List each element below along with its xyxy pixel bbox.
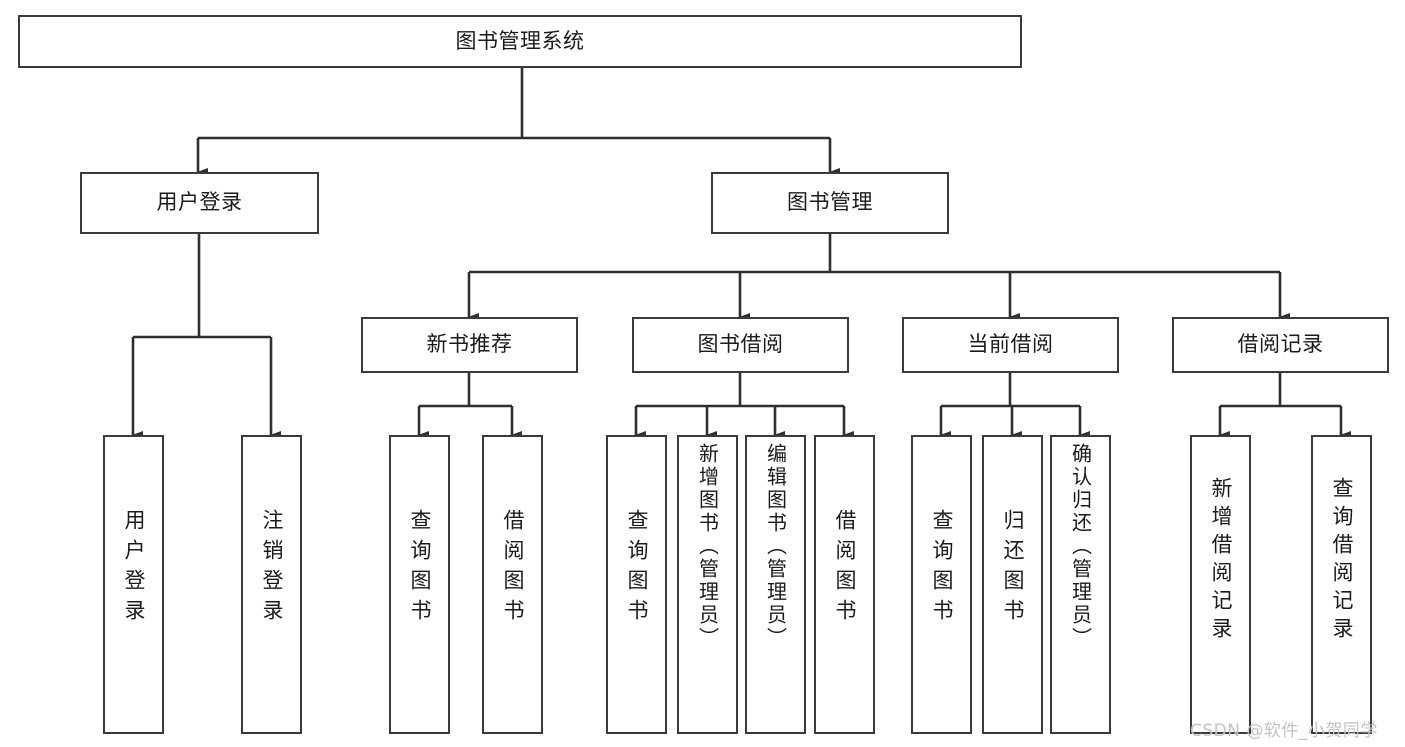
node-new-book-rec[interactable]: 新书推荐	[361, 317, 578, 373]
node-book-borrow-label: 图书借阅	[697, 332, 784, 357]
node-leaf-user-logout[interactable]: 注销登录	[241, 435, 302, 734]
node-borrow-record[interactable]: 借阅记录	[1172, 317, 1389, 373]
node-leaf-confirm-return-label: 确认归还（管理员）	[1068, 443, 1093, 650]
node-leaf-edit-book[interactable]: 编辑图书（管理员）	[745, 435, 806, 734]
node-leaf-add-record-label: 新增借阅记录	[1209, 477, 1233, 645]
node-leaf-query-book-2-label: 查询图书	[625, 509, 649, 629]
node-leaf-query-book-3[interactable]: 查询图书	[911, 435, 972, 734]
node-leaf-return-book[interactable]: 归还图书	[982, 435, 1043, 734]
node-leaf-edit-book-label: 编辑图书（管理员）	[763, 443, 788, 650]
node-leaf-query-book-3-label: 查询图书	[930, 509, 954, 629]
node-leaf-borrow-book-1[interactable]: 借阅图书	[482, 435, 543, 734]
node-leaf-query-book-1[interactable]: 查询图书	[389, 435, 450, 734]
node-leaf-confirm-return[interactable]: 确认归还（管理员）	[1050, 435, 1111, 734]
node-new-book-rec-label: 新书推荐	[426, 332, 513, 357]
node-leaf-query-record[interactable]: 查询借阅记录	[1311, 435, 1372, 734]
node-book-borrow[interactable]: 图书借阅	[632, 317, 849, 373]
node-root-label: 图书管理系统	[455, 28, 585, 53]
node-user-login-label: 用户登录	[156, 190, 243, 215]
node-book-manage[interactable]: 图书管理	[711, 172, 949, 234]
node-leaf-query-book-2[interactable]: 查询图书	[606, 435, 667, 734]
node-borrow-record-label: 借阅记录	[1237, 332, 1324, 357]
node-current-borrow[interactable]: 当前借阅	[902, 317, 1119, 373]
node-leaf-user-login[interactable]: 用户登录	[103, 435, 164, 734]
node-root[interactable]: 图书管理系统	[18, 15, 1022, 68]
node-leaf-user-logout-label: 注销登录	[260, 509, 284, 629]
node-leaf-borrow-book-1-label: 借阅图书	[501, 509, 525, 629]
node-book-manage-label: 图书管理	[787, 190, 873, 215]
node-current-borrow-label: 当前借阅	[967, 332, 1054, 357]
node-leaf-user-login-label: 用户登录	[122, 509, 146, 629]
node-leaf-borrow-book-2[interactable]: 借阅图书	[814, 435, 875, 734]
node-user-login[interactable]: 用户登录	[80, 172, 319, 234]
node-leaf-add-record[interactable]: 新增借阅记录	[1190, 435, 1251, 734]
node-leaf-return-book-label: 归还图书	[1001, 509, 1025, 629]
node-leaf-query-record-label: 查询借阅记录	[1330, 477, 1354, 645]
node-leaf-query-book-1-label: 查询图书	[408, 509, 432, 629]
node-leaf-add-book[interactable]: 新增图书（管理员）	[677, 435, 738, 734]
node-leaf-add-book-label: 新增图书（管理员）	[695, 443, 720, 650]
edge-group	[131, 68, 1352, 440]
node-leaf-borrow-book-2-label: 借阅图书	[833, 509, 857, 629]
